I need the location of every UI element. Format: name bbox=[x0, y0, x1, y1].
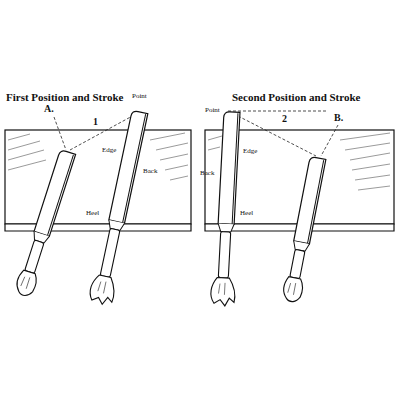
razor-handle bbox=[100, 228, 120, 277]
position-mark: B. bbox=[334, 113, 343, 123]
part-label: Back bbox=[200, 170, 214, 177]
razor-blade bbox=[109, 110, 148, 223]
part-label: Edge bbox=[243, 148, 257, 155]
position-mark: A. bbox=[44, 104, 54, 114]
stroke-number: 1 bbox=[93, 117, 98, 127]
razor bbox=[210, 111, 244, 306]
razor-back bbox=[123, 114, 146, 223]
hand-shading bbox=[20, 276, 29, 289]
heading: First Position and Stroke bbox=[6, 92, 123, 103]
hand bbox=[88, 274, 117, 306]
part-label: Back bbox=[143, 168, 157, 175]
heading: Second Position and Stroke bbox=[232, 92, 360, 103]
part-label: Edge bbox=[102, 147, 116, 154]
part-label: Point bbox=[205, 107, 220, 114]
stroke-path bbox=[54, 111, 338, 156]
razor-tang bbox=[218, 223, 234, 232]
razor-handle bbox=[218, 232, 230, 278]
razor-back bbox=[232, 113, 238, 224]
stroke-number: 2 bbox=[282, 114, 287, 124]
razor bbox=[14, 149, 78, 298]
razor-back bbox=[47, 155, 73, 236]
part-label: Point bbox=[132, 93, 147, 100]
razor-blade bbox=[218, 112, 240, 225]
hand-shading bbox=[98, 280, 106, 293]
razor-back bbox=[307, 160, 323, 243]
razor bbox=[88, 110, 152, 307]
hand bbox=[14, 269, 39, 298]
razor-handle bbox=[25, 240, 44, 274]
part-label: Heel bbox=[240, 210, 253, 217]
razor-handle bbox=[290, 249, 305, 278]
hand bbox=[282, 276, 305, 303]
razor-blade bbox=[294, 156, 326, 243]
hand bbox=[210, 277, 236, 306]
razor bbox=[282, 156, 328, 303]
part-label: Heel bbox=[86, 210, 99, 217]
hand-shading bbox=[288, 282, 296, 295]
razor-blade bbox=[34, 150, 76, 237]
hone-stone bbox=[5, 130, 191, 231]
hand-shading bbox=[218, 283, 225, 295]
